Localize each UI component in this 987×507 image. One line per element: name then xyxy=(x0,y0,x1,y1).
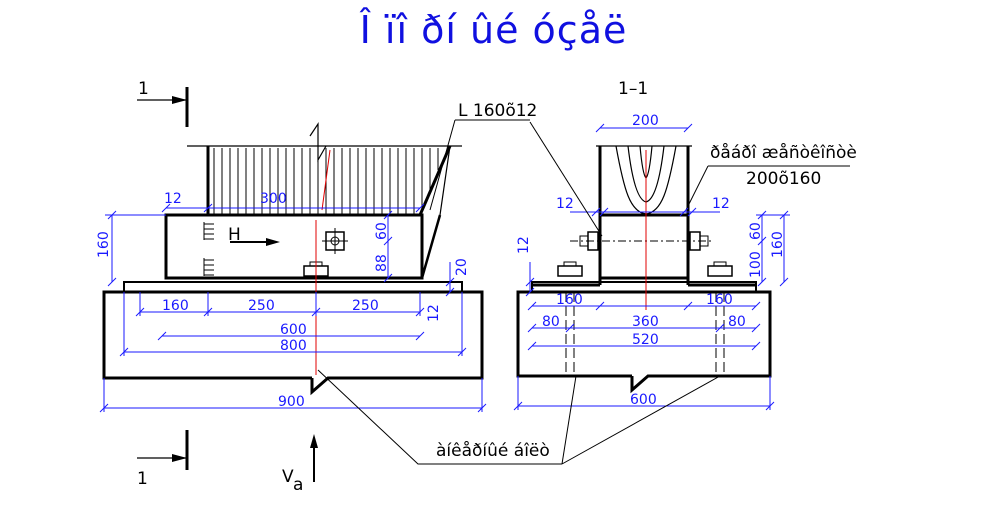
svg-text:12: 12 xyxy=(712,196,730,212)
rib-label-line2: 200õ160 xyxy=(746,169,821,189)
svg-text:600: 600 xyxy=(280,322,307,338)
section-label: 1–1 xyxy=(618,79,648,99)
right-dimensions: 200 12 12 12 60 100 160 160 160 xyxy=(513,113,790,411)
svg-text:60: 60 xyxy=(374,222,390,240)
svg-text:12: 12 xyxy=(164,191,182,207)
svg-text:200: 200 xyxy=(632,113,659,129)
svg-text:160: 160 xyxy=(96,231,112,258)
svg-text:100: 100 xyxy=(748,251,764,278)
svg-text:300: 300 xyxy=(260,191,287,207)
force-label: H xyxy=(228,225,241,245)
reaction-label: V xyxy=(282,467,294,487)
section-mark-top: 1 xyxy=(137,79,189,127)
rib-leader: ðåáðî æåñòêîñòè 200õ160 xyxy=(685,142,857,211)
horizontal-bolt xyxy=(570,231,712,251)
bolt-leader: àíêåðíûé áîëò xyxy=(317,121,721,465)
svg-text:800: 800 xyxy=(280,338,307,354)
svg-text:80: 80 xyxy=(728,314,746,330)
anchor-bolts-right xyxy=(557,261,733,374)
svg-text:12: 12 xyxy=(556,196,574,212)
reaction-subscript: a xyxy=(293,475,303,495)
svg-text:12: 12 xyxy=(426,304,442,322)
section-mark-bottom-label: 1 xyxy=(137,469,148,489)
svg-text:600: 600 xyxy=(630,392,657,408)
svg-text:250: 250 xyxy=(248,298,275,314)
svg-text:12: 12 xyxy=(516,236,532,254)
svg-text:520: 520 xyxy=(632,332,659,348)
drawing-title: Î ïî ðí ûé óçåë xyxy=(359,8,628,52)
right-view: 1–1 xyxy=(513,79,857,411)
section-mark-bottom: 1 xyxy=(137,430,189,489)
svg-text:250: 250 xyxy=(352,298,379,314)
svg-text:80: 80 xyxy=(542,314,560,330)
right-concrete-base xyxy=(516,290,772,394)
svg-text:900: 900 xyxy=(278,394,305,410)
section-mark-top-label: 1 xyxy=(138,79,149,99)
angle-label: L 160õ12 xyxy=(458,101,537,121)
upper-hatched-member xyxy=(187,122,462,279)
svg-text:60: 60 xyxy=(748,222,764,240)
svg-text:160: 160 xyxy=(162,298,189,314)
bolt-label: àíêåðíûé áîëò xyxy=(436,440,550,461)
angle-leader: L 160õ12 xyxy=(429,101,537,211)
svg-text:160: 160 xyxy=(770,231,786,258)
slot-icon xyxy=(322,228,348,254)
svg-text:160: 160 xyxy=(556,292,583,308)
rib-label-line1: ðåáðî æåñòêîñòè xyxy=(710,142,857,163)
force-arrow-h: H xyxy=(228,225,280,246)
left-dimensions: 12 300 160 60 88 20 160 250 250 12 600 xyxy=(96,191,487,413)
svg-text:20: 20 xyxy=(454,258,470,276)
weld-symbols xyxy=(203,222,214,276)
svg-text:88: 88 xyxy=(374,254,390,272)
concrete-base xyxy=(102,290,484,396)
reaction-arrow-v: V a xyxy=(282,434,318,495)
right-middle-plate xyxy=(598,213,690,280)
left-view: 1 1 H xyxy=(96,79,537,495)
svg-text:360: 360 xyxy=(632,314,659,330)
middle-plate xyxy=(164,213,424,280)
svg-text:160: 160 xyxy=(706,292,733,308)
